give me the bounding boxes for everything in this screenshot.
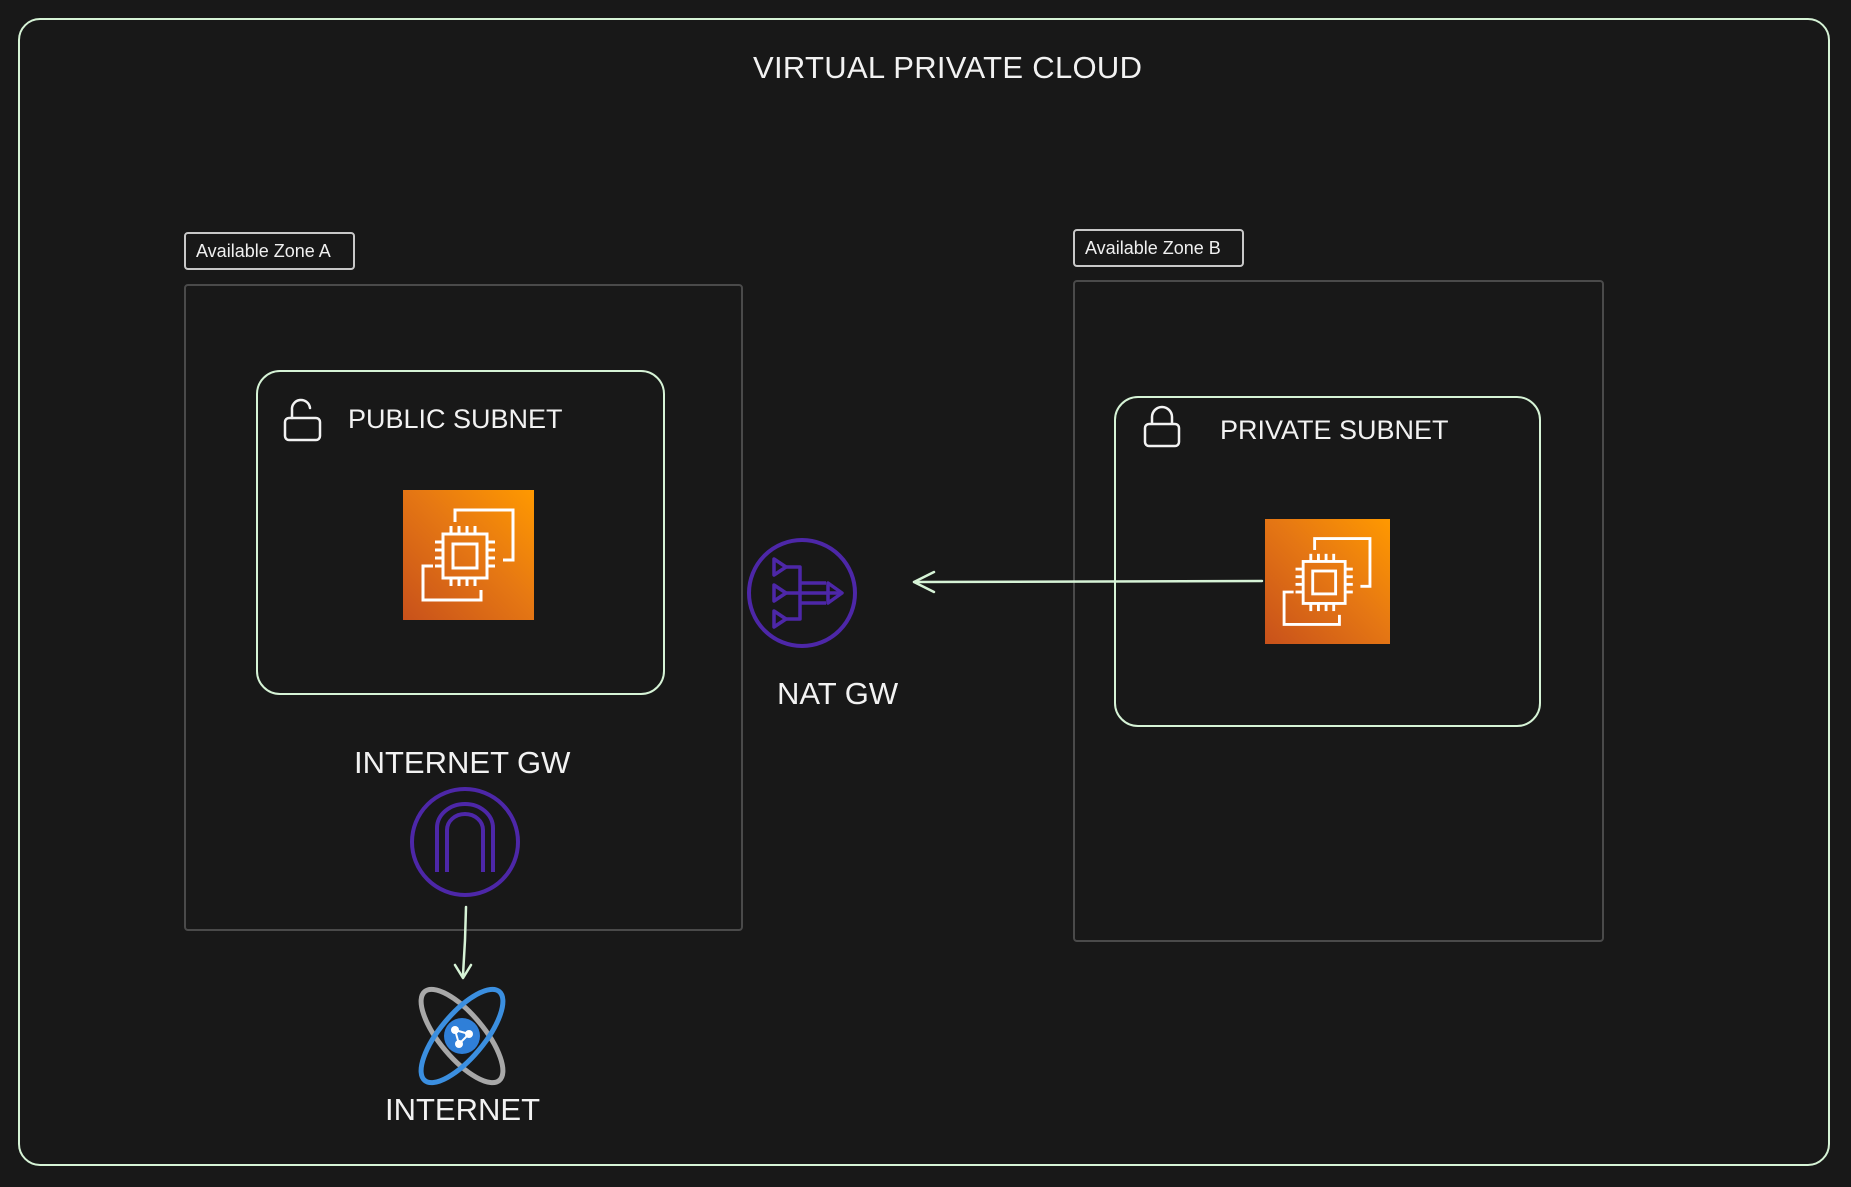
igw-to-internet-arrow [461,905,468,977]
zone-a-box [184,284,743,931]
zone-b-tag: Available Zone B [1073,229,1244,267]
zone-a-label: Available Zone A [196,240,331,261]
private-subnet-label: PRIVATE SUBNET [1220,415,1449,445]
vpc-container [18,18,1830,1166]
ec2-instance-icon [1265,519,1390,644]
public-subnet-label: PUBLIC SUBNET [348,404,563,434]
vpc-title: VIRTUAL PRIVATE CLOUD [753,50,1143,85]
private-to-nat-arrow [912,579,1264,584]
ec2-instance-icon [403,490,534,620]
zone-a-tag: Available Zone A [184,232,355,270]
internet-globe-icon [418,986,506,1086]
zone-b-box [1073,280,1604,942]
public-subnet [256,370,665,695]
private-subnet [1114,396,1541,727]
lock-closed-icon [1143,405,1181,448]
zone-b-label: Available Zone B [1085,237,1221,258]
arrowhead-internet [453,963,473,980]
nat-gateway-label: NAT GW [777,676,899,711]
nat-gateway-icon [747,538,857,648]
arrowhead-nat [912,570,936,594]
internet-label: INTERNET [385,1092,540,1127]
internet-gateway-label: INTERNET GW [354,745,571,780]
lock-open-icon [283,398,322,442]
internet-gateway-icon [410,787,520,897]
